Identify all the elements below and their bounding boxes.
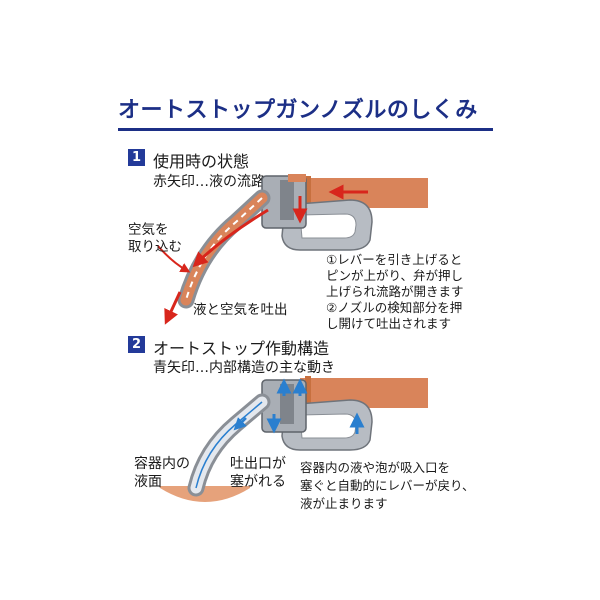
section-1-subheading: 赤矢印…液の流路 <box>153 174 265 190</box>
section-1-heading: 使用時の状態 <box>153 152 250 171</box>
label-outlet-line-2: 塞がれる <box>230 474 286 490</box>
section-2-note-3: 液が止まります <box>300 496 388 511</box>
section-1-note-2: ピンが上がり、弁が押し <box>326 268 464 283</box>
section-2-note-2: 塞ぐと自動的にレバーが戻り、 <box>300 478 475 493</box>
section-2-badge: 2 <box>128 336 145 353</box>
label-air-line-2: 取り込む <box>128 239 182 255</box>
motion-arrow-4 <box>233 417 247 431</box>
label-surface-line-2: 液面 <box>134 474 162 490</box>
label-surface-line-1: 容器内の <box>134 456 190 472</box>
section-1-note-3: 上げられ流路が開きます <box>326 284 464 299</box>
page-title: オートストップガンノズルのしくみ <box>118 98 478 123</box>
flow-arrow-spout <box>192 208 269 268</box>
section-1-note-5: し開けて吐出されます <box>326 316 452 331</box>
section-1-badge: 1 <box>128 149 145 166</box>
section-1-note-1: ①レバーを引き上げると <box>326 252 463 267</box>
container-liquid <box>160 486 250 502</box>
air-intake-arrow <box>157 245 191 273</box>
label-outlet-line-1: 吐出口が <box>230 456 286 472</box>
section-2-heading: オートストップ作動構造 <box>153 339 330 358</box>
label-discharge: 液と空気を吐出 <box>193 302 288 318</box>
title-underline <box>118 128 493 131</box>
section-1-note-4: ②ノズルの検知部分を押 <box>326 300 463 315</box>
flow-arrow-discharge <box>164 291 182 325</box>
section-2-note-1: 容器内の液や泡が吸入口を <box>300 460 451 475</box>
label-air-line-1: 空気を <box>128 222 169 238</box>
section-2-subheading: 青矢印…内部構造の主な動き <box>153 360 335 376</box>
